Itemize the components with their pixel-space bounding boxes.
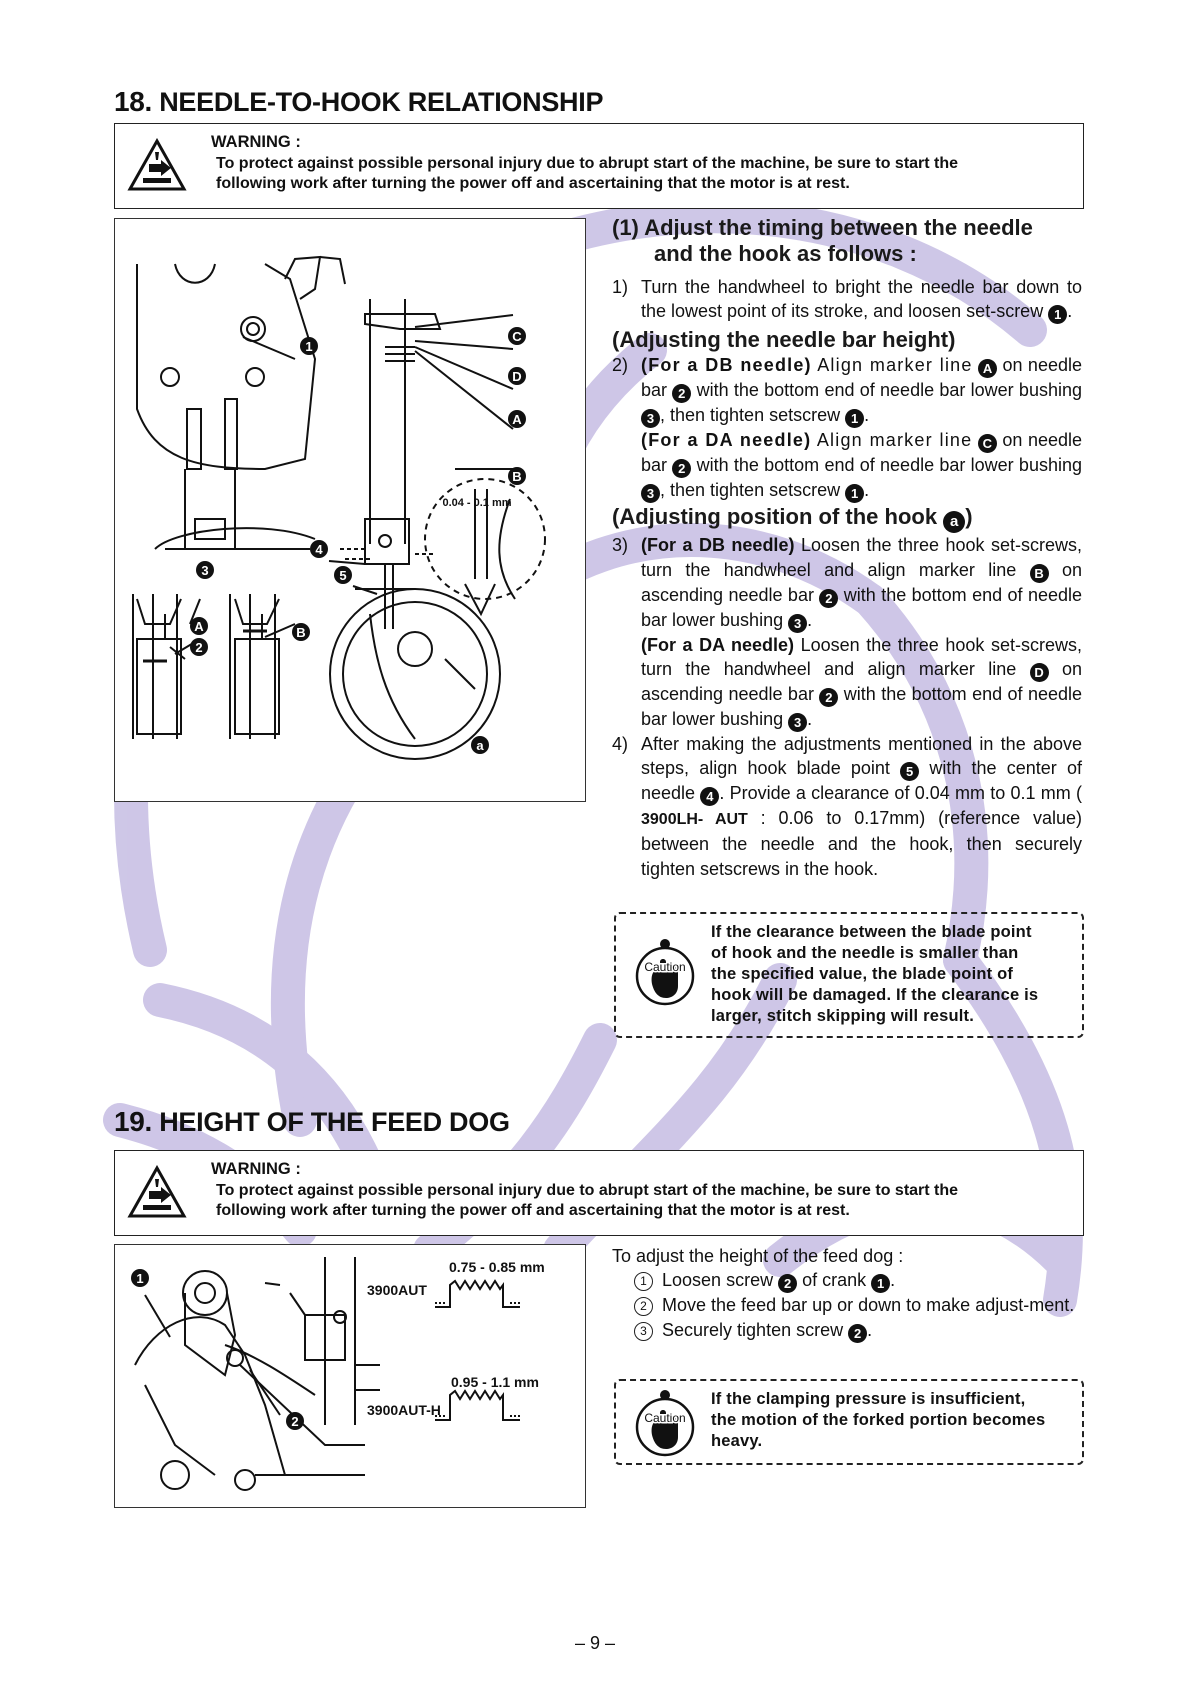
- warning-box: WARNING : To protect against possible pe…: [114, 123, 1084, 209]
- marker-1: 1: [1048, 305, 1068, 325]
- marker-3: 3: [641, 484, 660, 504]
- marker-1: 1: [845, 484, 865, 504]
- marker-2: 2: [819, 588, 839, 608]
- marker-B: B: [1029, 563, 1049, 583]
- fig18-label-A-left: A: [194, 619, 204, 634]
- marker-C: C: [977, 434, 997, 454]
- marker-3: 3: [788, 712, 808, 732]
- warning-line-1: To protect against possible personal inj…: [216, 1182, 959, 1199]
- warning-box: WARNING : To protect against possible pe…: [114, 1150, 1084, 1236]
- fig18-label-a: a: [476, 738, 484, 753]
- clearance-label: 0.04 - 0.1 mm: [442, 497, 511, 509]
- marker-3: 3: [641, 409, 660, 429]
- section-title: HEIGHT OF THE FEED DOG: [159, 1107, 510, 1137]
- section-title: NEEDLE-TO-HOOK RELATIONSHIP: [159, 87, 604, 117]
- caution-text-18: If the clearance between the blade point…: [711, 923, 1039, 1025]
- subheading-needle-bar-height: (Adjusting the needle bar height): [612, 327, 956, 353]
- fig18-label-3: 3: [201, 563, 208, 578]
- fig19-label-1: 1: [136, 1271, 143, 1286]
- marker-2: 2: [778, 1274, 798, 1294]
- feed-dog-model-2: 3900AUT-H: [367, 1402, 441, 1418]
- caution-hand-icon: Caution: [635, 1390, 695, 1457]
- feed-dog-figure: 1 2 0.75 - 0.85 mm 3900AUT 0.95 - 1.1 mm…: [114, 1244, 586, 1508]
- caution-hand-icon: Caution: [635, 939, 695, 1006]
- marker-2: 2: [672, 384, 692, 404]
- marker-2: 2: [848, 1323, 868, 1343]
- subheading-hook-position: (Adjusting position of the hook a): [612, 504, 1082, 534]
- section-18-instructions: (1) Adjust the timing between the needle…: [612, 215, 1082, 881]
- subheading-timing: (1) Adjust the timing between the needle…: [612, 215, 1033, 266]
- marker-3: 3: [788, 613, 808, 633]
- warning-triangle-icon: [127, 1165, 187, 1218]
- marker-1: 1: [871, 1274, 891, 1294]
- marker-2: 2: [672, 459, 692, 479]
- feed-dog-range-2: 0.95 - 1.1 mm: [451, 1374, 539, 1390]
- warning-heading: WARNING :: [211, 1160, 301, 1178]
- section-number: 18.: [114, 86, 153, 117]
- fig18-label-2: 2: [195, 640, 202, 655]
- marker-5: 5: [900, 762, 920, 782]
- fig18-label-1: 1: [305, 339, 312, 354]
- feed-dog-range-1: 0.75 - 0.85 mm: [449, 1259, 545, 1275]
- caution-box-18: Caution If the clearance between the bla…: [614, 912, 1084, 1038]
- marker-a: a: [943, 511, 966, 534]
- feed-dog-intro: To adjust the height of the feed dog :: [612, 1246, 904, 1266]
- feed-dog-step-1: 1 Loosen screw 2 of crank 1.: [612, 1268, 1082, 1294]
- caution-box-19: Caution If the clamping pressure is insu…: [614, 1379, 1084, 1465]
- step-1: 1) Turn the handwheel to bright the need…: [612, 277, 1082, 325]
- caution-icon-label: Caution: [644, 1411, 685, 1425]
- warning-line-2: following work after turning the power o…: [216, 175, 850, 192]
- fig18-label-B-left: B: [296, 625, 305, 640]
- warning-line-1: To protect against possible personal inj…: [216, 155, 959, 172]
- step-3: 3) (For a DB needle) Loosen the three ho…: [612, 535, 1082, 732]
- section-number: 19.: [114, 1106, 153, 1137]
- marker-A: A: [978, 359, 998, 379]
- warning-line-2: following work after turning the power o…: [216, 1202, 850, 1219]
- marker-2: 2: [819, 687, 839, 707]
- marker-D: D: [1029, 662, 1049, 682]
- needle-hook-illustration: 1 2 3 4 5 A A B B C D a 0.04 - 0.1 mm: [132, 255, 546, 760]
- feed-dog-step-3: 3 Securely tighten screw 2.: [612, 1318, 1082, 1343]
- warning-triangle-icon: [127, 138, 187, 191]
- fig18-label-C: C: [512, 329, 522, 344]
- feed-dog-step-2: 2 Move the feed bar up or down to make a…: [612, 1293, 1082, 1317]
- marker-1: 1: [845, 409, 865, 429]
- section-19-instructions: To adjust the height of the feed dog : 1…: [612, 1244, 1082, 1343]
- fig18-label-B: B: [512, 469, 521, 484]
- fig18-label-4: 4: [315, 542, 323, 557]
- fig19-label-2: 2: [291, 1414, 298, 1429]
- caution-text-19: If the clamping pressure is insufficient…: [711, 1390, 1046, 1450]
- section-18-heading: 18. NEEDLE-TO-HOOK RELATIONSHIP: [114, 86, 603, 118]
- step-2: 2) (For a DB needle) Align marker line A…: [612, 355, 1082, 504]
- feed-dog-model-1: 3900AUT: [367, 1282, 427, 1298]
- section-19-heading: 19. HEIGHT OF THE FEED DOG: [114, 1106, 510, 1138]
- fig18-label-A: A: [512, 412, 522, 427]
- caution-icon-label: Caution: [644, 960, 685, 974]
- warning-heading: WARNING :: [211, 133, 301, 151]
- feed-dog-illustration: 1 2 0.75 - 0.85 mm 3900AUT 0.95 - 1.1 mm…: [131, 1257, 545, 1491]
- fig18-label-5: 5: [339, 568, 346, 583]
- page-number: – 9 –: [574, 1633, 616, 1653]
- fig18-label-D: D: [512, 369, 521, 384]
- marker-4: 4: [700, 787, 720, 807]
- step-4: 4) After making the adjustments mentione…: [612, 733, 1082, 879]
- needle-hook-figure: 1 2 3 4 5 A A B B C D a 0.04 - 0.1 mm: [114, 218, 586, 802]
